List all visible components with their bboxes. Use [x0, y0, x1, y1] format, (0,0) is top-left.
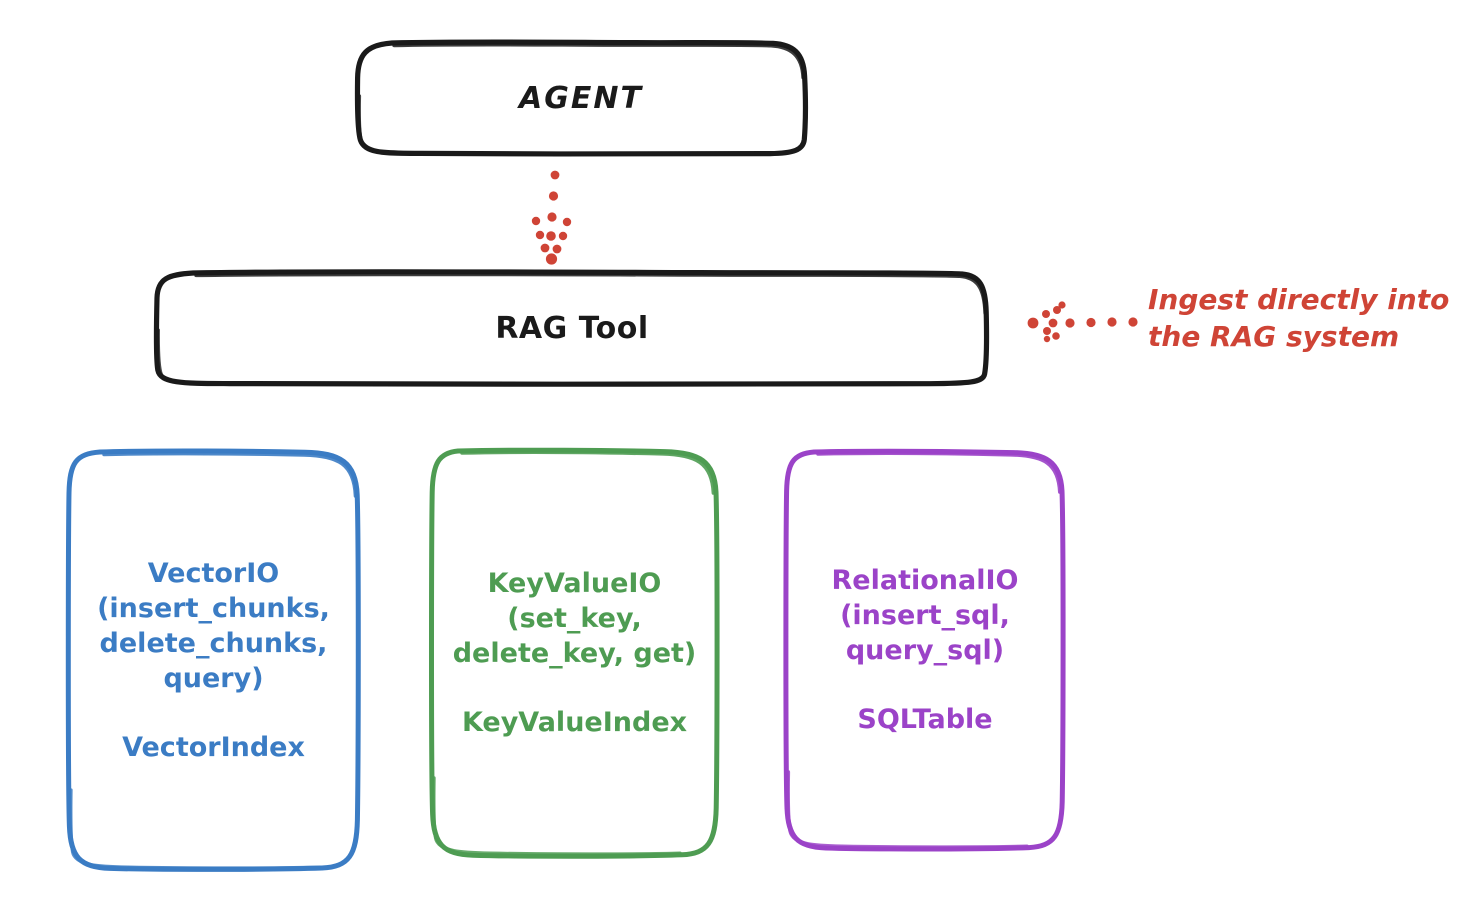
- agent-to-rag-arrow: [531, 170, 572, 265]
- rag-tool-box[interactable]: [153, 269, 990, 387]
- agent-box[interactable]: [354, 39, 809, 157]
- vector-io-box[interactable]: [65, 448, 361, 872]
- relational-io-box[interactable]: [783, 448, 1066, 852]
- ingest-to-rag-arrow: [1027, 301, 1138, 343]
- keyvalue-io-box[interactable]: [429, 447, 720, 859]
